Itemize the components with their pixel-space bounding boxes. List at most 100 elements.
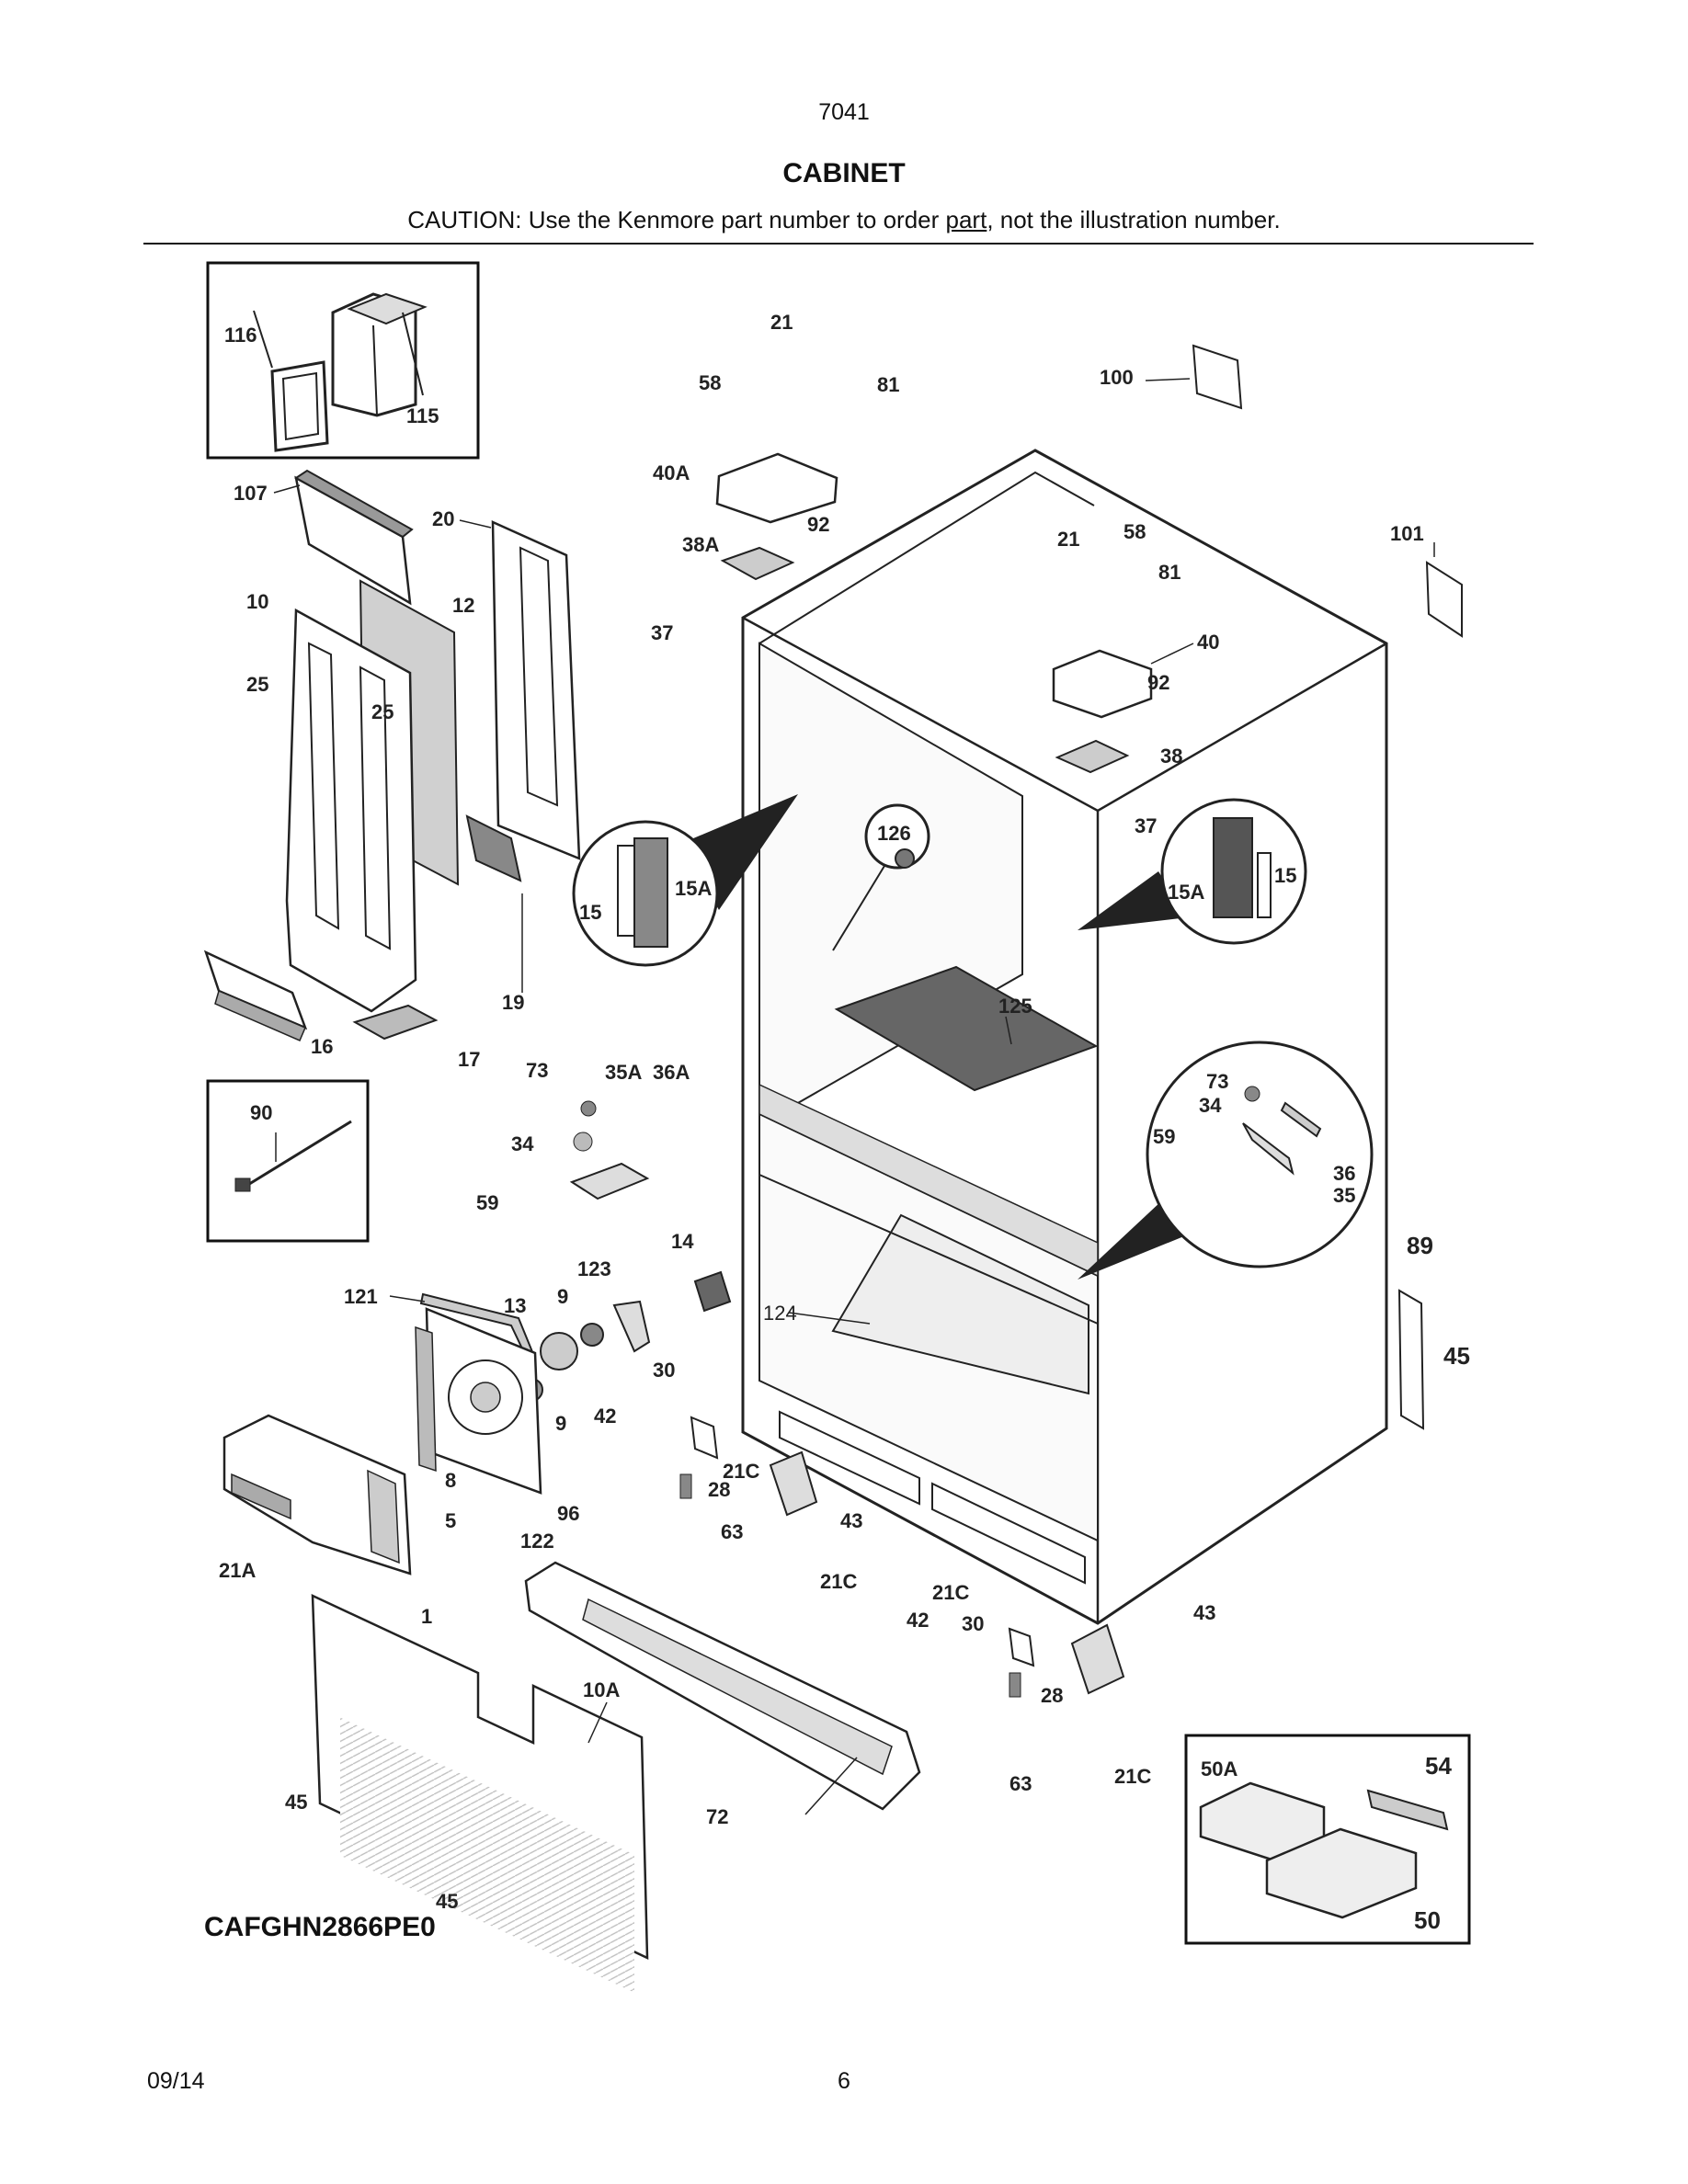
callout-25-a: 25 bbox=[246, 673, 268, 696]
callout-90: 90 bbox=[250, 1101, 272, 1124]
model-number: CAFGHN2866PE0 bbox=[204, 1912, 436, 1942]
part-10-air-tower bbox=[285, 608, 417, 1013]
callout-37-a: 37 bbox=[651, 621, 673, 644]
part-fan-motor-13 bbox=[519, 1300, 651, 1402]
detail-callout-hinge bbox=[1078, 1041, 1374, 1280]
callout-122: 122 bbox=[520, 1530, 554, 1553]
part-72-toe-grille bbox=[524, 1561, 921, 1811]
callout-101: 101 bbox=[1390, 522, 1424, 545]
detail-callout-15-right bbox=[1078, 798, 1307, 945]
part-roller-bracket-right bbox=[1008, 1623, 1125, 1698]
callout-92-a: 92 bbox=[807, 513, 829, 536]
part-40-hinge-cover bbox=[1052, 649, 1153, 774]
callout-59-b: 59 bbox=[1153, 1125, 1175, 1148]
caution-underlined-word: part bbox=[945, 206, 987, 233]
callout-43-a: 43 bbox=[840, 1509, 862, 1532]
callout-15A-left: 15A bbox=[675, 877, 712, 900]
callout-100: 100 bbox=[1100, 366, 1134, 389]
part-19-damper bbox=[465, 814, 522, 882]
callout-1: 1 bbox=[421, 1605, 432, 1628]
callout-50: 50 bbox=[1414, 1906, 1441, 1934]
callout-34-a: 34 bbox=[511, 1132, 534, 1155]
callout-54: 54 bbox=[1425, 1752, 1452, 1780]
callout-labels: 116 115 107 20 10 12 25 25 19 16 17 15 1… bbox=[219, 311, 1470, 1934]
callout-30-b: 30 bbox=[962, 1612, 984, 1635]
callout-21A: 21A bbox=[219, 1559, 256, 1582]
callout-15A-right: 15A bbox=[1168, 881, 1204, 904]
callout-35: 35 bbox=[1333, 1184, 1355, 1207]
callout-115: 115 bbox=[406, 404, 439, 427]
callout-19: 19 bbox=[502, 991, 524, 1014]
callout-116: 116 bbox=[224, 324, 257, 347]
callout-28-b: 28 bbox=[1041, 1684, 1063, 1707]
caution-text-start: CAUTION: Use the Kenmore part number to … bbox=[407, 206, 946, 233]
callout-42-a: 42 bbox=[594, 1405, 616, 1428]
caution-text-end: , not the illustration number. bbox=[987, 206, 1281, 233]
callout-20: 20 bbox=[432, 507, 454, 530]
part-hinge-top-left bbox=[569, 1100, 650, 1200]
callout-25-b: 25 bbox=[371, 700, 393, 723]
callout-43-b: 43 bbox=[1193, 1601, 1215, 1624]
callout-96: 96 bbox=[557, 1502, 579, 1525]
callout-38: 38 bbox=[1160, 745, 1182, 768]
callout-35A: 35A bbox=[605, 1061, 642, 1084]
callout-10A: 10A bbox=[583, 1678, 620, 1701]
callout-40: 40 bbox=[1197, 631, 1219, 654]
callout-81-a: 81 bbox=[877, 373, 899, 396]
callout-89: 89 bbox=[1407, 1232, 1433, 1259]
part-16-bracket bbox=[203, 950, 308, 1041]
callout-92-b: 92 bbox=[1147, 671, 1169, 694]
callout-63-a: 63 bbox=[721, 1520, 743, 1543]
part-101-bracket bbox=[1425, 561, 1463, 638]
part-1-evaporator-cover bbox=[222, 1414, 412, 1575]
callout-8: 8 bbox=[445, 1469, 456, 1492]
callout-21-b: 21 bbox=[1057, 528, 1079, 551]
part-10A-rear-access-panel bbox=[311, 1594, 649, 1993]
document-number: 7041 bbox=[818, 99, 870, 125]
inset-box-90 bbox=[206, 1079, 370, 1243]
refrigerator-cabinet-shell bbox=[741, 449, 1388, 1625]
callout-15-left: 15 bbox=[579, 901, 601, 924]
page-title: CABINET bbox=[782, 158, 906, 188]
callout-107: 107 bbox=[234, 482, 268, 505]
callout-21C-d: 21C bbox=[1114, 1765, 1151, 1788]
callout-63-b: 63 bbox=[1009, 1772, 1032, 1795]
callout-126: 126 bbox=[877, 822, 911, 845]
callout-9-a: 9 bbox=[557, 1285, 568, 1308]
callout-40A: 40A bbox=[653, 461, 690, 484]
callout-21C-a: 21C bbox=[723, 1460, 759, 1483]
detail-callout-15-left bbox=[572, 794, 798, 967]
callout-45-right: 45 bbox=[1443, 1342, 1470, 1370]
header-rule bbox=[143, 243, 1534, 245]
callout-125: 125 bbox=[998, 995, 1032, 1018]
callout-37-b: 37 bbox=[1135, 814, 1157, 837]
callout-50A: 50A bbox=[1201, 1757, 1237, 1780]
callout-21C-b: 21C bbox=[820, 1570, 857, 1593]
callout-21C-c: 21C bbox=[932, 1581, 969, 1604]
callout-58-b: 58 bbox=[1123, 520, 1146, 543]
footer-date: 09/14 bbox=[147, 2068, 205, 2094]
callout-42-b: 42 bbox=[907, 1609, 929, 1632]
callout-5: 5 bbox=[445, 1509, 456, 1532]
callout-21-a: 21 bbox=[770, 311, 793, 334]
part-40A-hinge-cover bbox=[715, 452, 838, 581]
callout-73-b: 73 bbox=[1206, 1070, 1228, 1093]
callout-34-b: 34 bbox=[1199, 1094, 1222, 1117]
part-17-tray bbox=[352, 1004, 439, 1041]
part-roller-bracket-left bbox=[679, 1416, 818, 1517]
callout-58-a: 58 bbox=[699, 371, 721, 394]
part-100-hinge-cover bbox=[1192, 344, 1243, 410]
callout-16: 16 bbox=[311, 1035, 333, 1058]
callout-30-a: 30 bbox=[653, 1359, 675, 1382]
page-number: 6 bbox=[838, 2068, 850, 2094]
leader-lines bbox=[273, 378, 1435, 1815]
callout-15-right: 15 bbox=[1274, 864, 1296, 887]
callout-81-b: 81 bbox=[1158, 561, 1180, 584]
inset-box-115-116 bbox=[206, 261, 480, 460]
detail-callout-126 bbox=[832, 803, 930, 951]
callout-14: 14 bbox=[671, 1230, 694, 1253]
callout-123: 123 bbox=[577, 1257, 611, 1280]
callout-10: 10 bbox=[246, 590, 268, 613]
callout-13: 13 bbox=[504, 1294, 526, 1317]
